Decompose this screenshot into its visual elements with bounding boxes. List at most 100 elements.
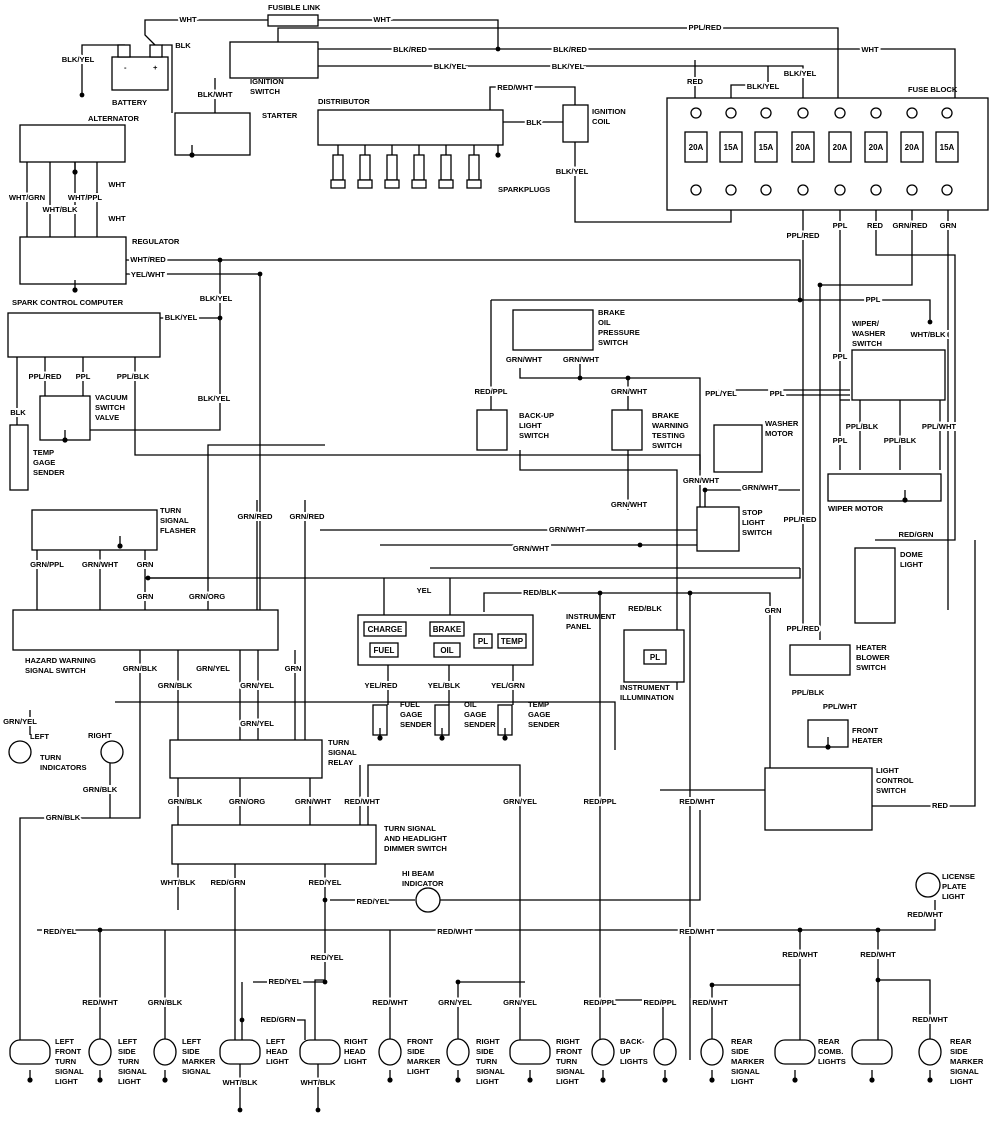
alternator-label: ALTERNATOR: [88, 114, 140, 123]
wire-color-label: WHT: [861, 45, 879, 54]
wire-color-label: RED: [687, 77, 704, 86]
license-plate-light-label: LICENSE: [942, 872, 975, 881]
ground-icon: [600, 1077, 606, 1083]
wire: [440, 810, 701, 901]
wire: [491, 299, 931, 322]
wire-color-label: PPL: [866, 295, 881, 304]
sparkplug-nut: [466, 179, 482, 189]
turn-signal-flasher: [31, 509, 158, 551]
wire: [519, 450, 678, 690]
wire-color-label: GRN/YEL: [503, 797, 537, 806]
left-side-marker-signal-label: SIGNAL: [182, 1067, 211, 1076]
sparkplug-icon: [440, 154, 452, 181]
turn-label: TURN: [40, 753, 61, 762]
ground-icon: [27, 1077, 33, 1083]
ground-icon: [162, 1077, 168, 1083]
wire-color-label: WHT/PPL: [68, 193, 103, 202]
wire: [148, 568, 801, 579]
ground-icon: [387, 1077, 393, 1083]
rear-side-marker-signal-light-label: REAR: [731, 1037, 753, 1046]
backup-light-icon: [653, 1038, 677, 1066]
wires: [16, 19, 976, 1110]
ground-icon: [377, 735, 383, 741]
wire-color-label: PPL/BLK: [846, 422, 879, 431]
wire-color-label: RED/GRN: [210, 878, 245, 887]
vacuum-switch-valve-label: SWITCH: [95, 403, 125, 412]
junction-dot: [495, 46, 501, 52]
wire-color-label: BLK: [10, 408, 26, 417]
brake-warning-testing-switch-label: WARNING: [652, 421, 689, 430]
junction-dot: [455, 979, 461, 985]
wire: [318, 19, 499, 49]
junction-dot: [79, 92, 85, 98]
junction-dot: [875, 927, 881, 933]
front-side-marker-light-label: LIGHT: [407, 1067, 430, 1076]
wire-color-label: YEL/BLK: [428, 681, 461, 690]
wire-color-label: WHT/BLK: [910, 330, 946, 339]
heater-blower-switch-label: HEATER: [856, 643, 887, 652]
left-front-turn-signal-light-label: SIGNAL: [55, 1067, 84, 1076]
right-side-turn-signal-light-icon: [446, 1038, 470, 1066]
wire-color-label: GRN/WHT: [683, 476, 720, 485]
front-heater-label: FRONT: [852, 726, 879, 735]
left-front-turn-signal-light-label: LIGHT: [55, 1077, 78, 1086]
junction-dot: [875, 977, 881, 983]
fusible-link-label: FUSIBLE LINK: [268, 3, 321, 12]
right-head-light-label: LIGHT: [344, 1057, 367, 1066]
left-label: LEFT: [30, 732, 49, 741]
brake-oil-pressure-switch-label: BRAKE: [598, 308, 625, 317]
battery-label: BATTERY: [112, 98, 147, 107]
wire-color-label: PPL/WHT: [922, 422, 957, 431]
fuse-6: [864, 131, 888, 163]
temp-gage-sender-label: GAGE: [528, 710, 550, 719]
wire-color-label: PPL/BLK: [792, 688, 825, 697]
right-side-turn-signal-light-label: SIGNAL: [476, 1067, 505, 1076]
rear-side-marker-signal-light-label: LIGHT: [731, 1077, 754, 1086]
regulator-label: REGULATOR: [132, 237, 180, 246]
fuse-1: [684, 131, 708, 163]
wire: [819, 195, 913, 640]
turn-signal-flasher-label: SIGNAL: [160, 516, 189, 525]
ignition-coil: [562, 104, 589, 143]
rear-side-marker-signal-light-label: SIDE: [731, 1047, 749, 1056]
instrument-panel-label: INSTRUMENT: [566, 612, 616, 621]
left-side-marker-signal-label: SIDE: [182, 1047, 200, 1056]
ground-icon: [455, 1077, 461, 1083]
rear-side-marker-signal-light-right-label: REAR: [950, 1037, 972, 1046]
instrument-illumination-label: ILLUMINATION: [620, 693, 674, 702]
left-front-turn-signal-light-icon: [9, 1039, 51, 1065]
ground-icon: [72, 287, 78, 293]
wiper-washer-switch-label: SWITCH: [852, 339, 882, 348]
wire: [81, 44, 125, 95]
wire-color-label: WHT/BLK: [222, 1078, 258, 1087]
heater-blower-switch-label: BLOWER: [856, 653, 890, 662]
wire: [19, 650, 141, 1040]
wire-color-label: BLK/RED: [393, 45, 427, 54]
ignition-switch-label: IGNITION: [250, 77, 284, 86]
license-plate-light-icon: [915, 872, 941, 898]
wire-color-label: PPL/BLK: [884, 436, 917, 445]
wire-color-label: RED/WHT: [907, 910, 943, 919]
left-front-turn-signal-light-label: TURN: [55, 1057, 76, 1066]
wire-color-label: BLK/YEL: [198, 394, 231, 403]
left-head-light-icon: [219, 1039, 261, 1065]
junction-dot: [702, 487, 708, 493]
junction-dot: [577, 375, 583, 381]
fuse-terminal: [941, 107, 953, 119]
ground-icon: [117, 543, 123, 549]
junction-dot: [797, 297, 803, 303]
temp-gage-sender-label: SENDER: [528, 720, 560, 729]
wire: [162, 44, 173, 113]
junction-dot: [600, 997, 606, 1003]
wire-color-label: RED/PPL: [584, 998, 617, 1007]
junction-dot: [237, 1107, 243, 1113]
wire-color-label: WHT/GRN: [9, 193, 45, 202]
brake-oil-pressure-switch: [512, 309, 594, 351]
washer-motor: [713, 424, 763, 473]
wire-color-label: PPL: [833, 436, 848, 445]
wire: [260, 1019, 306, 1040]
sparkplug-nut: [384, 179, 400, 189]
sparkplug-icon: [332, 154, 344, 181]
wire: [134, 357, 701, 510]
right-front-turn-signal-light-label: TURN: [556, 1057, 577, 1066]
